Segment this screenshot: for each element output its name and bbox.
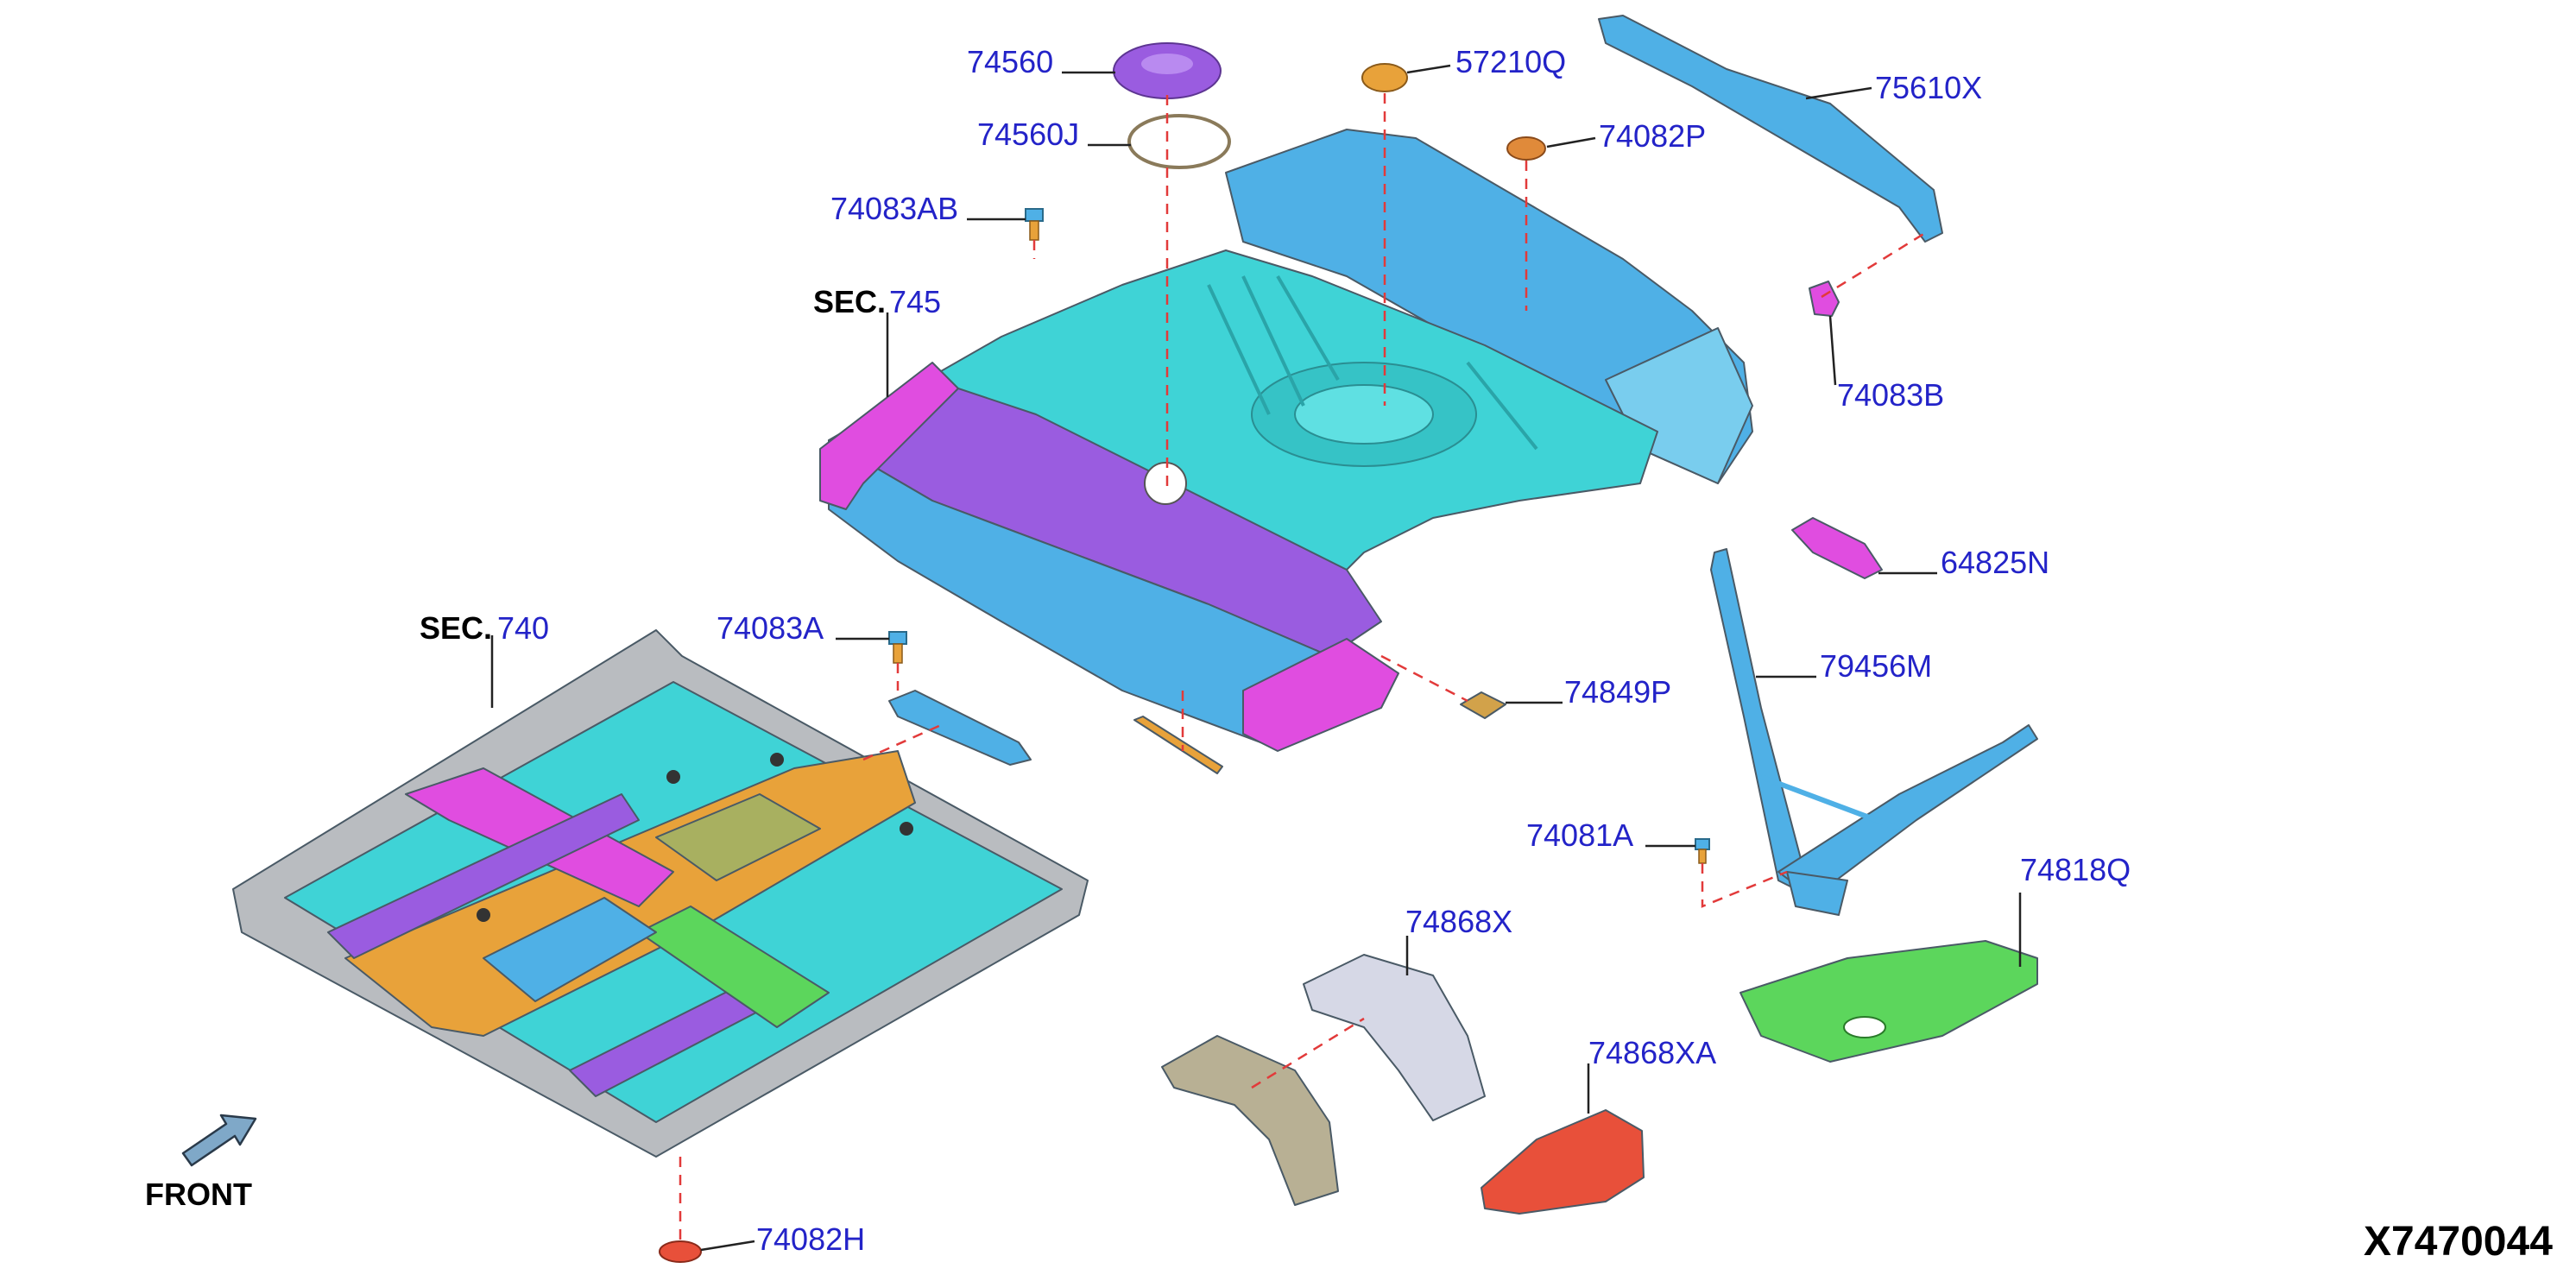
part-74868XA[interactable] [1481, 1109, 1645, 1215]
label-74082P: 74082P [1599, 118, 1706, 154]
part-74083A[interactable] [888, 631, 907, 664]
label-74818Q: 74818Q [2020, 852, 2131, 887]
part-74082P[interactable] [1506, 136, 1546, 161]
label-75610X: 75610X [1875, 70, 1982, 105]
label-74083B: 74083B [1837, 377, 1944, 413]
part-74082H[interactable] [659, 1240, 702, 1263]
sec-745-prefix: SEC. [813, 284, 886, 319]
part-64825N[interactable] [1791, 517, 1883, 579]
label-74082H: 74082H [756, 1221, 865, 1257]
label-74560J: 74560J [977, 117, 1079, 152]
label-74083A: 74083A [717, 610, 824, 646]
sec-740-number[interactable]: 740 [497, 610, 549, 646]
label-57210Q: 57210Q [1455, 44, 1566, 79]
diagram-id: X7470044 [2364, 1219, 2553, 1265]
strip-orange[interactable] [1133, 716, 1223, 774]
part-74083AB[interactable] [1025, 208, 1044, 241]
front-floor-assembly[interactable] [232, 629, 1089, 1158]
bracket-olive[interactable] [1161, 1035, 1339, 1206]
label-64825N: 64825N [1941, 545, 2049, 580]
sec-745-number[interactable]: 745 [889, 284, 941, 319]
leader-lines [490, 64, 2022, 1252]
rear-floor-assembly[interactable] [819, 129, 1753, 752]
part-74849P[interactable] [1460, 691, 1506, 719]
part-74560[interactable] [1113, 42, 1222, 99]
label-79456M: 79456M [1820, 648, 1932, 684]
part-57210Q[interactable] [1361, 63, 1408, 92]
label-74081A: 74081A [1526, 817, 1633, 853]
part-74818Q[interactable] [1739, 940, 2038, 1063]
front-label: FRONT [145, 1177, 252, 1212]
label-74083AB: 74083AB [830, 191, 958, 226]
part-74560J[interactable] [1127, 114, 1231, 169]
label-74868X: 74868X [1405, 904, 1512, 939]
label-74560: 74560 [967, 44, 1053, 79]
part-74868X[interactable] [1303, 954, 1486, 1121]
part-75610X[interactable] [1598, 15, 1943, 243]
part-79456M[interactable] [1710, 548, 2038, 916]
label-74849P: 74849P [1564, 674, 1671, 710]
sec-740-prefix: SEC. [420, 610, 492, 646]
front-arrow-icon [181, 1114, 257, 1167]
dashed-lines [679, 93, 1926, 1241]
part-74081A[interactable] [1695, 838, 1710, 864]
bracket-blue[interactable] [888, 690, 1032, 766]
part-74083B[interactable] [1809, 281, 1840, 317]
label-74868XA: 74868XA [1588, 1035, 1716, 1070]
